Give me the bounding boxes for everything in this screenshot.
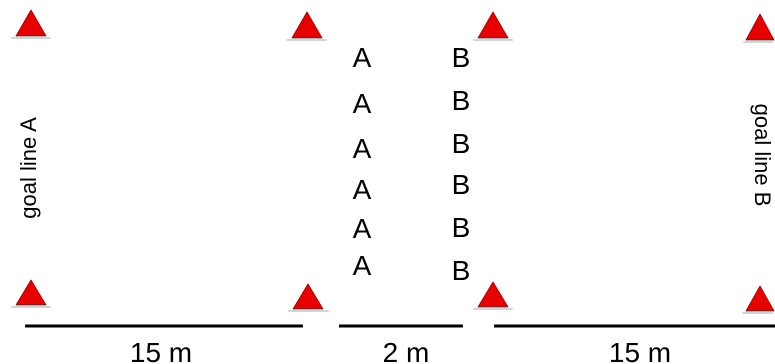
player-b: B	[452, 255, 471, 286]
cone-shape	[15, 9, 47, 37]
cone-icon	[473, 11, 513, 41]
cone-shape	[745, 13, 775, 41]
dimension-label-right: 15 m	[609, 337, 671, 364]
player-a: A	[353, 250, 372, 281]
cone-icon	[11, 279, 51, 308]
player-a: A	[353, 213, 372, 244]
cone-shape	[291, 11, 323, 39]
team-b-column: B B B B B B	[452, 42, 471, 286]
dimension-label-left: 15 m	[130, 337, 192, 364]
cone-shape	[745, 285, 775, 312]
cone-shape	[15, 279, 47, 306]
cone-shape	[477, 11, 509, 39]
player-b: B	[452, 42, 471, 73]
team-a-column: A A A A A A	[353, 42, 372, 281]
cone-icon	[742, 285, 775, 314]
player-b: B	[452, 128, 471, 159]
cone-markers	[11, 9, 775, 314]
dimension-label-middle: 2 m	[383, 337, 430, 364]
cone-shape	[292, 283, 324, 310]
player-a: A	[353, 42, 372, 73]
cone-icon	[473, 281, 513, 310]
player-a: A	[353, 133, 372, 164]
player-a: A	[353, 174, 372, 205]
player-a: A	[353, 88, 372, 119]
cone-icon	[11, 9, 51, 39]
cone-shape	[477, 281, 509, 308]
cone-icon	[288, 283, 329, 312]
goal-line-b-label: goal line B	[750, 104, 775, 207]
player-b: B	[452, 85, 471, 116]
cone-icon	[286, 11, 327, 41]
player-b: B	[452, 169, 471, 200]
player-b: B	[452, 212, 471, 243]
goal-line-a-label: goal line A	[16, 117, 41, 219]
cone-icon	[743, 13, 775, 43]
